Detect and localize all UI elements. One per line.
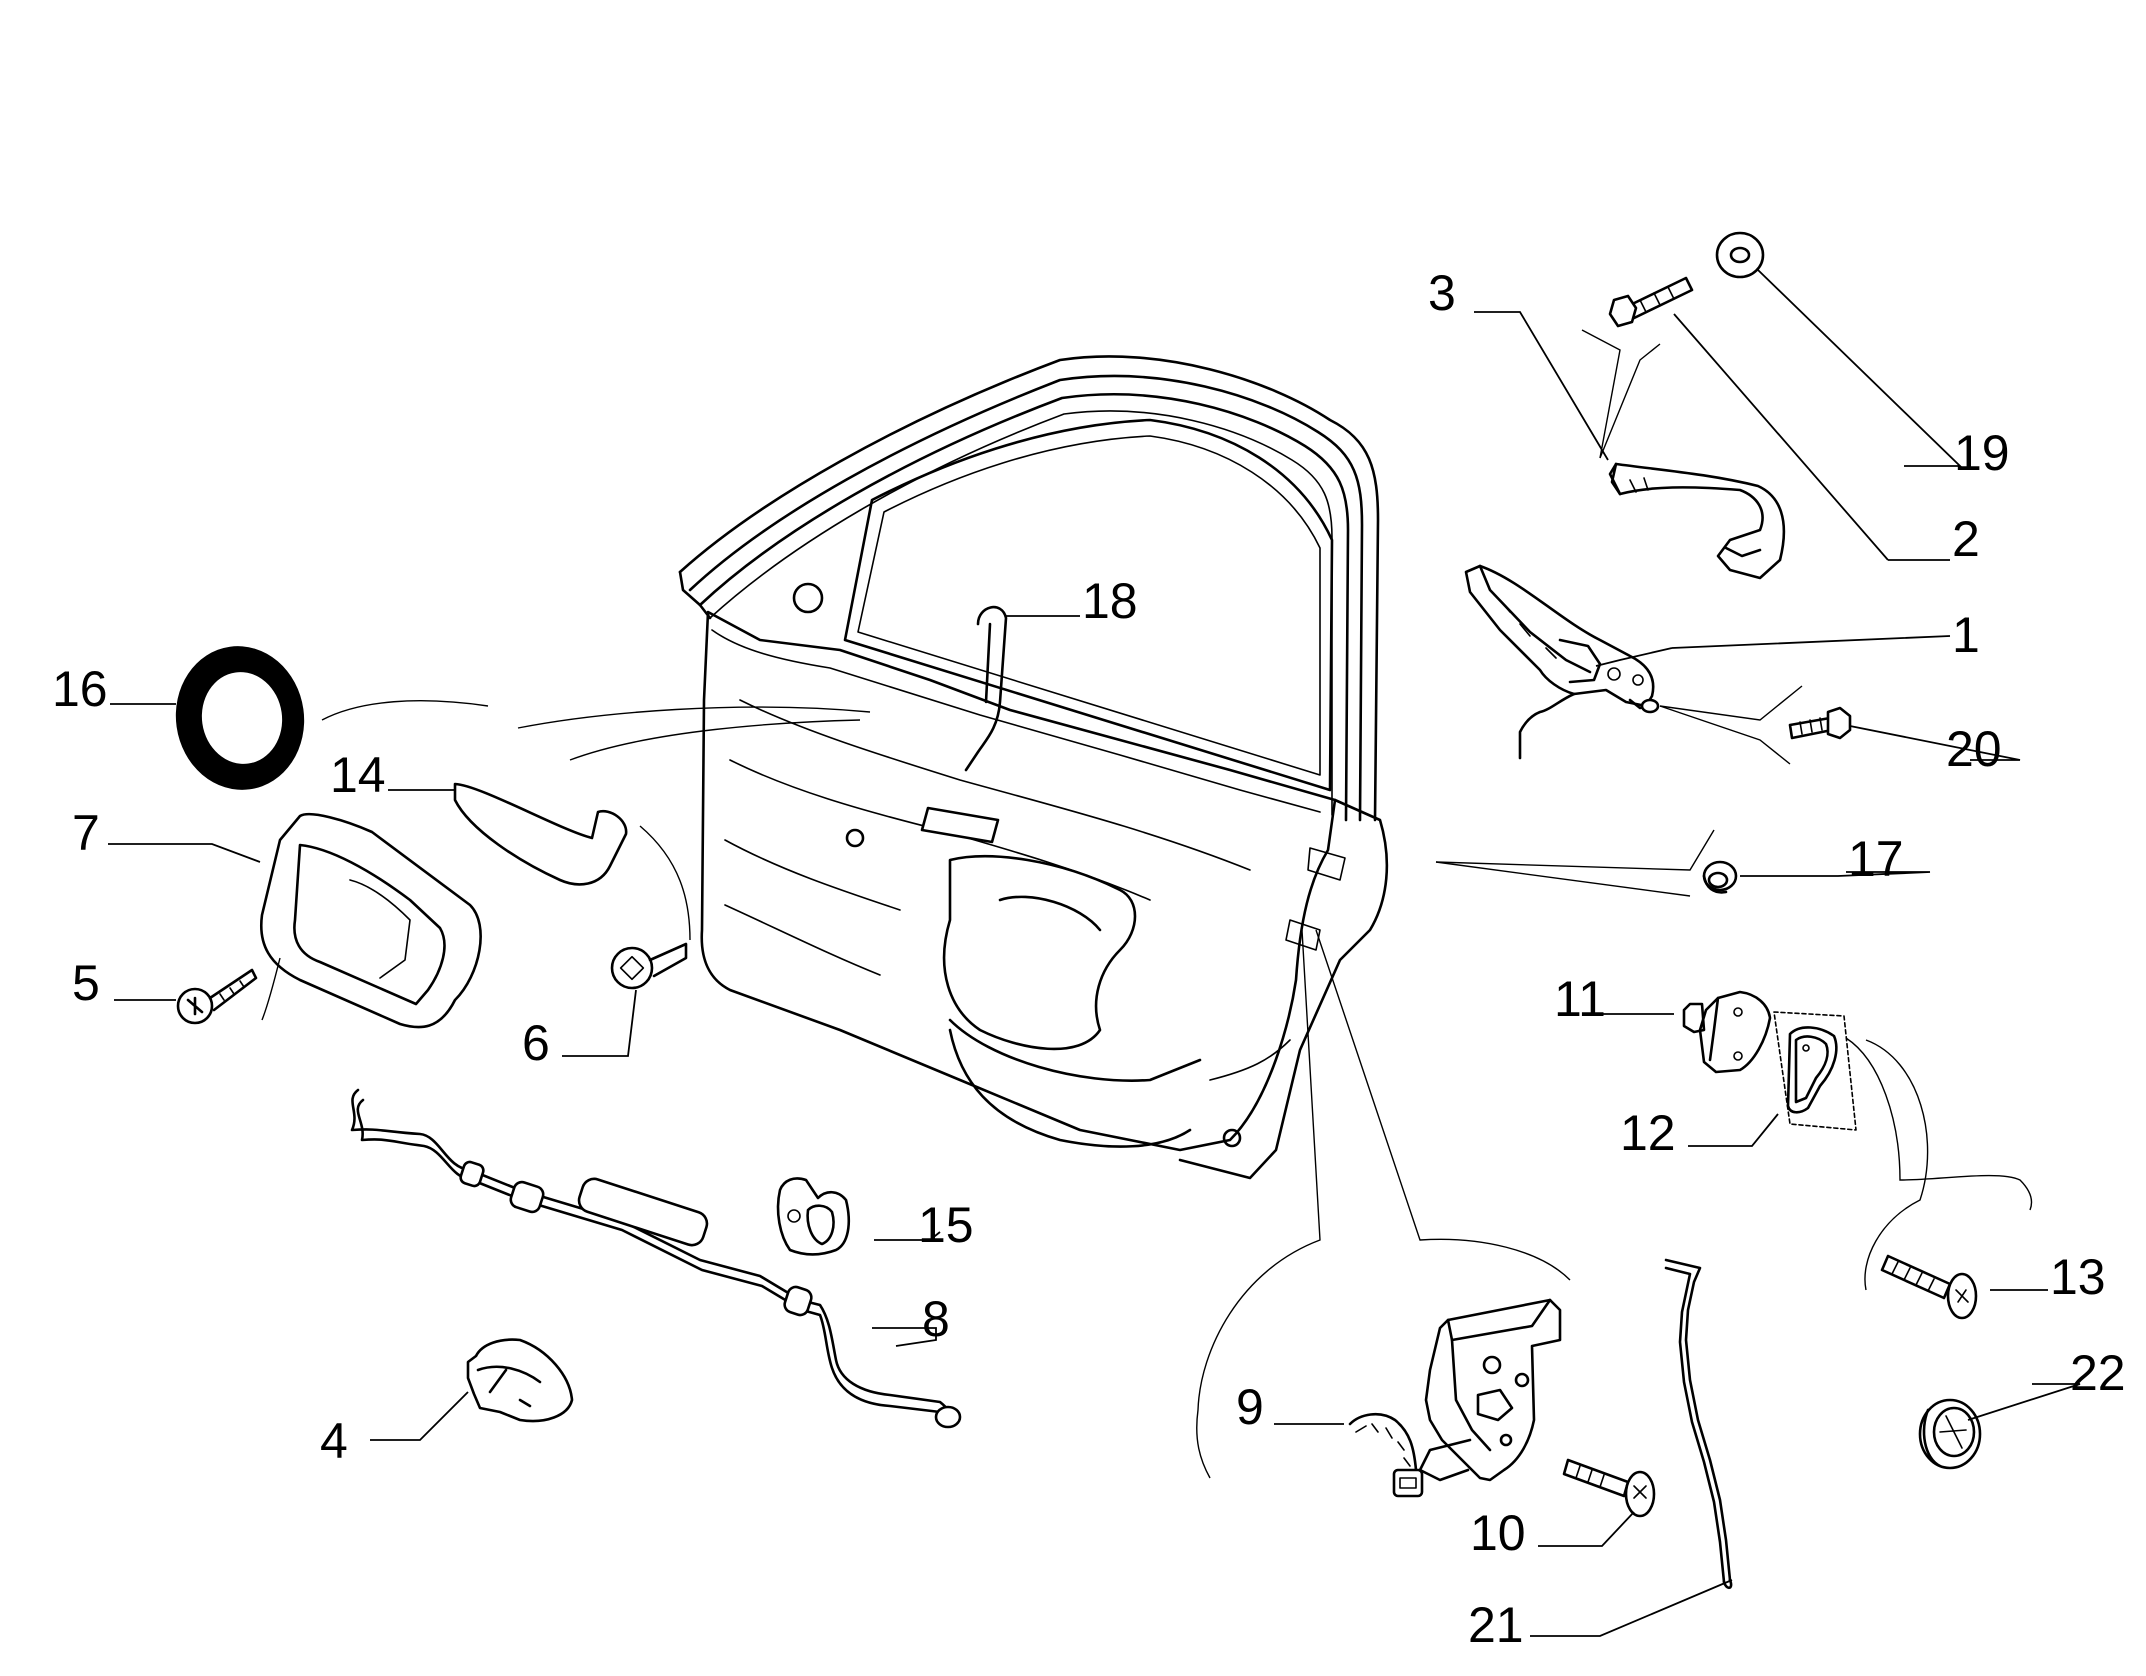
callout-3: 3 xyxy=(1428,265,1456,321)
callout-18: 18 xyxy=(1082,573,1138,629)
callout-13: 13 xyxy=(2050,1249,2106,1305)
callout-10: 10 xyxy=(1470,1505,1526,1561)
part-22-cover-cap xyxy=(1918,1398,1982,1470)
part-15-cable-clip xyxy=(776,1177,850,1256)
part-8-release-cable xyxy=(350,1088,962,1429)
callout-7: 7 xyxy=(72,805,100,861)
callout-1: 1 xyxy=(1952,607,1980,663)
part-16-sealing-ring xyxy=(175,646,305,790)
part-2-screw xyxy=(1608,276,1694,328)
callout-17: 17 xyxy=(1848,831,1904,887)
callout-5: 5 xyxy=(72,955,100,1011)
callout-leaders xyxy=(108,269,2081,1637)
part-9-door-lock-actuator xyxy=(1348,1298,1562,1498)
callout-labels: 1 2 3 4 5 6 7 8 9 10 11 12 13 14 15 16 1… xyxy=(52,265,2126,1653)
part-19-washer xyxy=(1715,231,1765,279)
callout-9: 9 xyxy=(1236,1379,1264,1435)
part-13-striker-screw xyxy=(1880,1254,1978,1320)
callout-22: 22 xyxy=(2070,1345,2126,1401)
callout-19: 19 xyxy=(1954,425,2010,481)
callout-16: 16 xyxy=(52,661,108,717)
part-18-link-rod xyxy=(964,605,1008,772)
callout-21: 21 xyxy=(1468,1597,1524,1653)
part-4-lever-bracket xyxy=(466,1338,574,1423)
part-21-lock-rod xyxy=(1664,1258,1733,1590)
part-20-screw xyxy=(1788,706,1852,740)
part-1-handle-support xyxy=(1464,564,1660,760)
part-10-screw xyxy=(1562,1458,1656,1518)
callout-8: 8 xyxy=(922,1291,950,1347)
callout-15: 15 xyxy=(918,1197,974,1253)
part-14-handle-trim xyxy=(453,782,628,886)
door-panel-assembly xyxy=(678,355,1389,1180)
part-3-outer-handle xyxy=(1608,462,1786,580)
callout-2: 2 xyxy=(1952,511,1980,567)
part-12-backing-plate xyxy=(1773,1011,1857,1131)
callout-4: 4 xyxy=(320,1413,348,1469)
callout-11: 11 xyxy=(1554,971,1606,1027)
callout-12: 12 xyxy=(1620,1105,1676,1161)
part-11-striker xyxy=(1682,990,1772,1074)
callout-6: 6 xyxy=(522,1015,550,1071)
part-5-screw xyxy=(176,968,258,1025)
callout-14: 14 xyxy=(330,747,386,803)
part-7-inner-handle-bezel xyxy=(259,812,482,1029)
part-6-trim-clip xyxy=(610,942,688,990)
callout-20: 20 xyxy=(1946,721,2002,777)
part-17-grommet xyxy=(1702,860,1738,894)
assembly-hint-lines xyxy=(261,329,2033,1479)
